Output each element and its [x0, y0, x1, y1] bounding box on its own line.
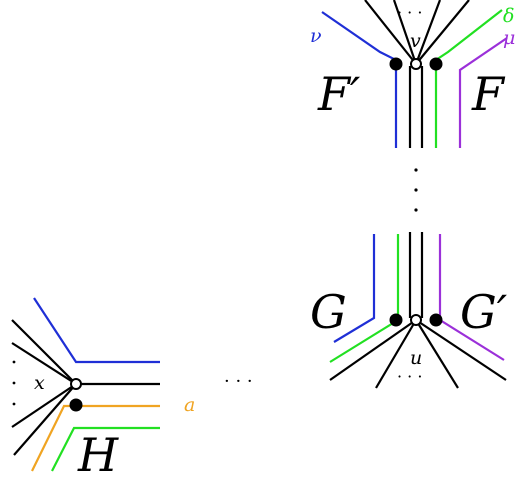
vertex-v-left-filled [389, 57, 403, 71]
path-h-green [51, 426, 160, 472]
label-f-prime: F′ [317, 67, 361, 121]
vertex-x-open [70, 378, 82, 390]
edge-v-1 [364, 0, 417, 65]
label-a: a [184, 394, 195, 416]
label-nu: ν [310, 25, 322, 47]
vertex-u-open [410, 314, 422, 326]
path-delta [434, 9, 503, 148]
vertex-x-filled [69, 398, 83, 412]
edge-u-1 [329, 319, 417, 381]
dots [12, 168, 418, 406]
label-delta: δ [503, 5, 514, 27]
edge-v-4 [415, 0, 470, 65]
vertical-dot-2 [414, 188, 418, 192]
edge-x-3 [11, 383, 77, 428]
edge-x-1 [11, 319, 77, 385]
edge-u-2 [375, 319, 417, 389]
ellipsis-top: · · · [397, 3, 422, 22]
edge-x-4 [13, 383, 77, 456]
path-mu [458, 37, 508, 148]
label-h: H [77, 428, 119, 479]
vertex-u-left-filled [389, 313, 403, 327]
vertical-dot-3 [414, 208, 418, 212]
label-x: x [34, 372, 45, 394]
left-dot-2 [12, 381, 16, 385]
path-a-orange [31, 404, 160, 472]
edge-u-3 [415, 319, 459, 389]
ellipsis-bottom: · · · [397, 367, 422, 386]
edge-v-2 [392, 0, 418, 65]
label-g-prime: G′ [460, 285, 508, 339]
label-u: u [410, 347, 422, 369]
path-g-blue [333, 234, 376, 343]
vertex-u-right-filled [429, 313, 443, 327]
ellipsis-middle: · · · [224, 371, 253, 392]
left-dot-1 [12, 360, 16, 364]
label-g: G [310, 285, 347, 339]
edge-v-3 [414, 0, 442, 65]
top-cluster [321, 0, 508, 148]
vertex-v-right-filled [429, 57, 443, 71]
vertices [69, 57, 443, 412]
label-v: v [410, 30, 421, 52]
left-dot-3 [12, 402, 16, 406]
label-mu: μ [503, 27, 515, 49]
edge-u-4 [415, 319, 507, 381]
vertical-dot-1 [414, 168, 418, 172]
path-h-blue [33, 297, 160, 364]
label-f: F [471, 67, 506, 121]
vertex-v-open [410, 58, 422, 70]
path-nu [321, 11, 398, 148]
edge-x-2 [11, 342, 77, 385]
left-cluster [11, 297, 160, 472]
